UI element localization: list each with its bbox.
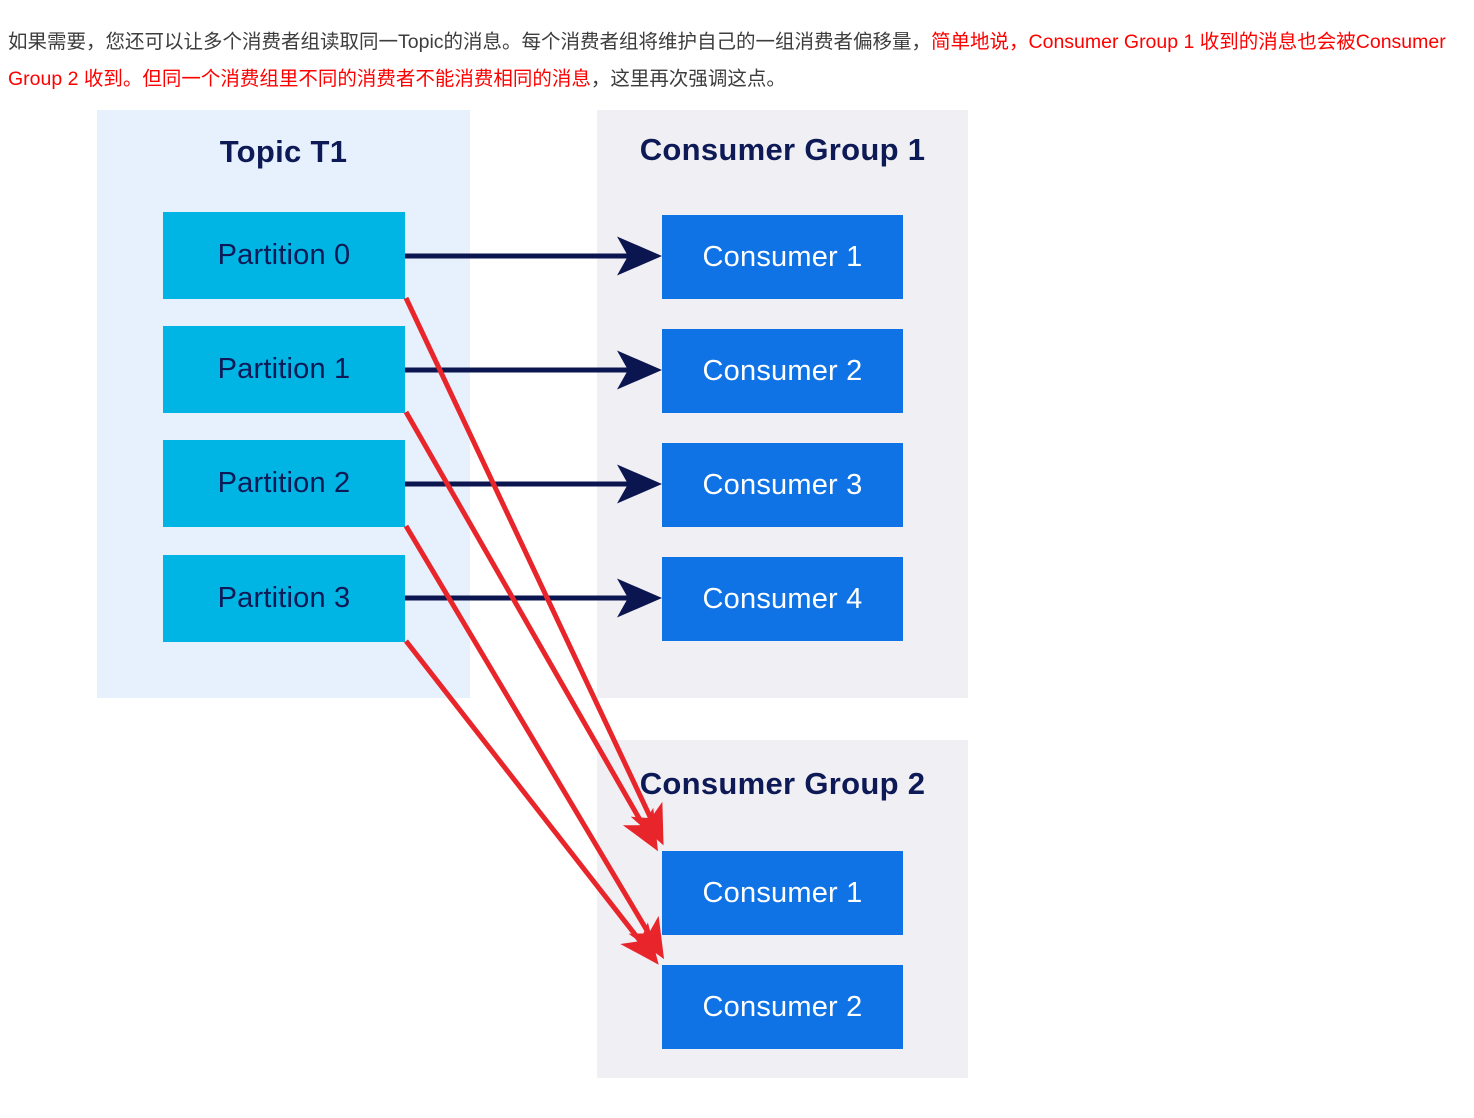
partition-box-2[interactable]: Partition 2 (163, 440, 405, 527)
group1-consumer-box-1[interactable]: Consumer 1 (662, 215, 903, 299)
paragraph-segment-black-2: ，这里再次强调这点。 (590, 67, 786, 90)
partition-box-0[interactable]: Partition 0 (163, 212, 405, 299)
group2-consumer-box-1[interactable]: Consumer 1 (662, 851, 903, 935)
consumer-group-1-title: Consumer Group 1 (639, 132, 926, 167)
paragraph-segment-red: 简单地说，Consumer Group 1 收到的消息也会被Consumer G… (8, 30, 1446, 90)
paragraph-segment-black-1: 如果需要，您还可以让多个消费者组读取同一Topic的消息。每个消费者组将维护自己… (8, 30, 932, 53)
consumer-group-2-title: Consumer Group 2 (639, 766, 926, 801)
group1-consumer-box-2[interactable]: Consumer 2 (662, 329, 903, 413)
group1-consumer-box-4[interactable]: Consumer 4 (662, 557, 903, 641)
topic-panel-title: Topic T1 (219, 134, 348, 169)
partition-box-1[interactable]: Partition 1 (163, 326, 405, 413)
explanatory-paragraph: 如果需要，您还可以让多个消费者组读取同一Topic的消息。每个消费者组将维护自己… (8, 24, 1468, 98)
kafka-consumer-group-diagram: Topic T1 Consumer Group 1 Consumer Group… (0, 96, 1474, 1118)
partition-box-3[interactable]: Partition 3 (163, 555, 405, 642)
group2-consumer-box-2[interactable]: Consumer 2 (662, 965, 903, 1049)
group1-consumer-box-3[interactable]: Consumer 3 (662, 443, 903, 527)
